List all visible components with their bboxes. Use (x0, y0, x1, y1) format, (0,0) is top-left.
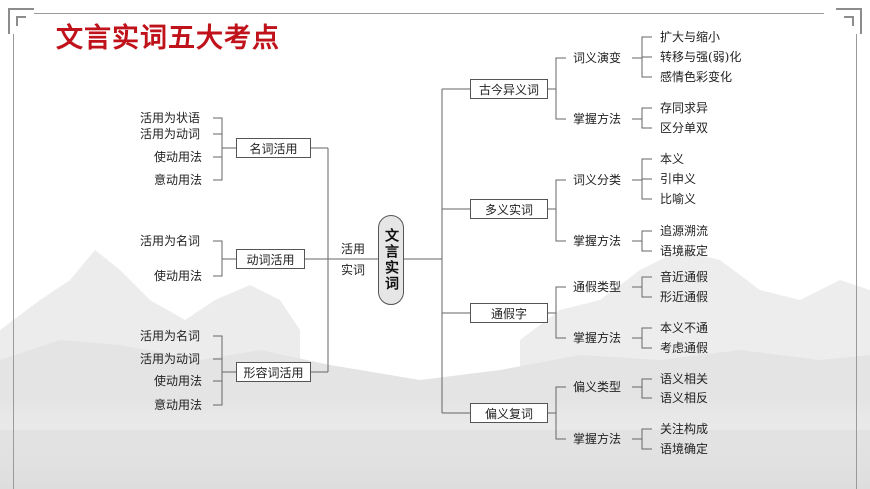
center-node: 文言实词 (378, 215, 404, 305)
leaf-verb: 活用为动词 (140, 127, 201, 141)
leaf-item: 考虑通假 (660, 341, 709, 355)
leaf-adverbial: 活用为状语 (140, 111, 201, 125)
center-node-label: 文言实词 (383, 228, 399, 292)
node-partial-compound: 偏义复词 (470, 403, 548, 423)
node-polysemy: 多义实词 (470, 199, 548, 219)
leaf-putative: 意动用法 (154, 398, 203, 412)
sub-method: 掌握方法 (573, 331, 622, 345)
sub-classification: 词义分类 (573, 173, 622, 187)
node-verb-usage: 动词活用 (236, 249, 305, 269)
leaf-verb: 活用为动词 (140, 352, 201, 366)
leaf-item: 追源溯流 (660, 224, 709, 238)
leaf-noun: 活用为名词 (140, 329, 201, 343)
leaf-item: 存同求异 (660, 101, 709, 115)
sub-evolution: 词义演变 (573, 51, 622, 65)
leaf-item: 区分单双 (660, 121, 709, 135)
frame-corner-top-left (8, 8, 34, 34)
leaf-causative: 使动用法 (154, 269, 203, 283)
leaf-item: 本义不通 (660, 321, 709, 335)
leaf-item: 语境确定 (660, 442, 709, 456)
leaf-item: 关注构成 (660, 422, 709, 436)
sub-method: 掌握方法 (573, 112, 622, 126)
leaf-item: 语境蔽定 (660, 244, 709, 258)
node-noun-usage: 名词活用 (236, 138, 311, 158)
leaf-causative: 使动用法 (154, 374, 203, 388)
leaf-item: 扩大与缩小 (660, 30, 721, 44)
sub-type: 偏义类型 (573, 380, 622, 394)
leaf-item: 音近通假 (660, 270, 709, 284)
leaf-causative: 使动用法 (154, 150, 203, 164)
node-adjective-usage: 形容词活用 (236, 362, 311, 382)
leaf-item: 转移与强(弱)化 (660, 50, 742, 64)
leaf-item: 感情色彩变化 (660, 70, 733, 84)
sub-method: 掌握方法 (573, 234, 622, 248)
leaf-item: 比喻义 (660, 192, 697, 206)
sub-method: 掌握方法 (573, 432, 622, 446)
leaf-item: 语义相反 (660, 391, 709, 405)
leaf-putative: 意动用法 (154, 173, 203, 187)
sub-type: 通假类型 (573, 280, 622, 294)
node-interchangeable: 通假字 (470, 303, 548, 323)
center-side-label-2: 实词 (341, 263, 366, 277)
frame-corner-top-right (836, 8, 862, 34)
page-title: 文言实词五大考点 (56, 23, 280, 54)
leaf-item: 本义 (660, 152, 685, 166)
leaf-noun: 活用为名词 (140, 234, 201, 248)
leaf-item: 语义相关 (660, 372, 709, 386)
node-ancient-modern: 古今异义词 (470, 79, 548, 99)
leaf-item: 引申义 (660, 172, 697, 186)
leaf-item: 形近通假 (660, 290, 709, 304)
center-side-label-1: 活用 (341, 242, 366, 256)
